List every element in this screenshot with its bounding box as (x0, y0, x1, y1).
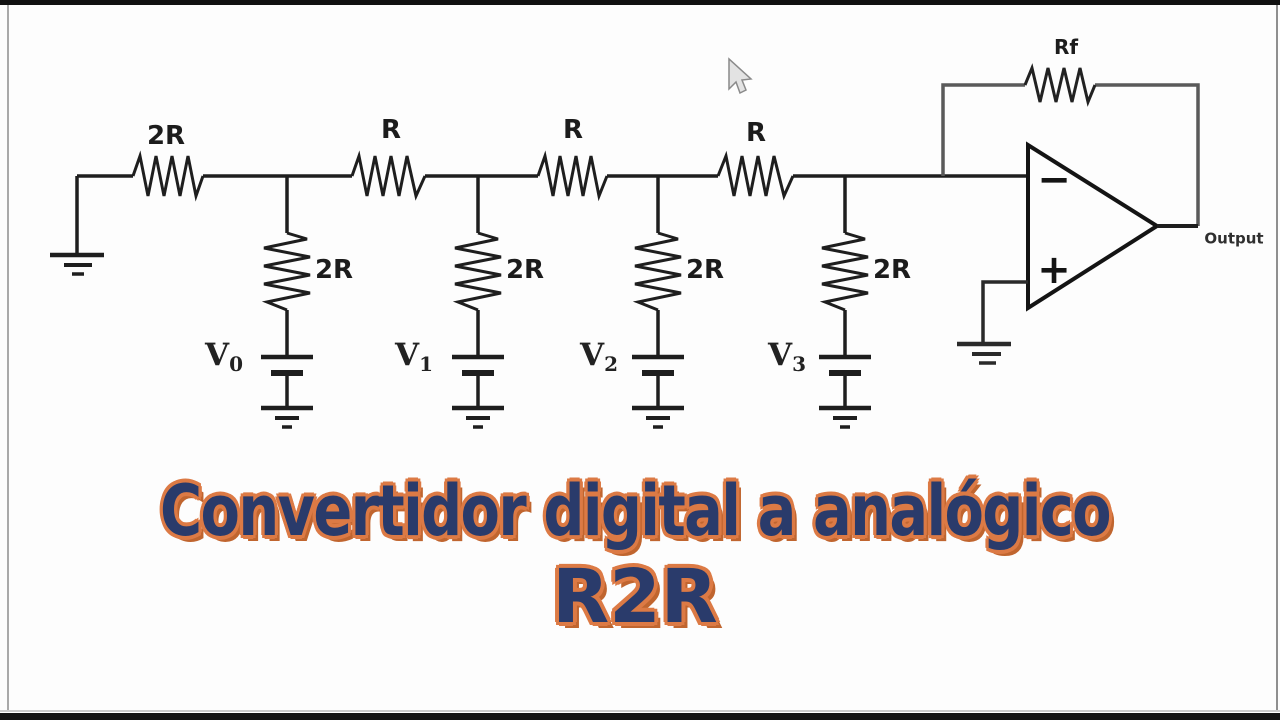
opamp-triangle (1026, 141, 1161, 312)
label-resistor-2r-branch-v3: 2R (872, 255, 912, 285)
opamp-noninverting-input-ground (957, 280, 1028, 365)
v2-subscript: 2 (604, 352, 618, 376)
video-frame-right-edge (1276, 5, 1278, 711)
label-resistor-rf: Rf (1053, 35, 1079, 59)
label-source-v2: V2 (580, 337, 618, 376)
resistor-2r-branch-v1 (452, 231, 502, 312)
label-resistor-r2: R (562, 115, 584, 145)
resistor-2r-horizontal (131, 150, 205, 202)
resistor-rf (1023, 63, 1097, 107)
branch-v0 (261, 176, 313, 429)
ground-v3 (819, 405, 871, 429)
branch-v1 (452, 176, 504, 429)
v1-subscript: 1 (419, 352, 433, 376)
v0-subscript: 0 (229, 352, 243, 376)
v1-letter: V (395, 337, 420, 373)
opamp-inverting-input-sign: − (1037, 157, 1071, 203)
v0-letter: V (205, 337, 230, 373)
feedback-loop-wire (941, 83, 1200, 226)
video-frame-top-bar (0, 0, 1280, 5)
v3-letter: V (768, 337, 793, 373)
title-block: Convertidor digital a analógico R2R (0, 470, 1270, 634)
resistor-2r-branch-v0 (261, 231, 311, 312)
label-source-v3: V3 (768, 337, 806, 376)
label-resistor-2r-branch-v2: 2R (685, 255, 725, 285)
ground-v0 (261, 405, 313, 429)
resistor-2r-branch-v2 (632, 231, 682, 312)
video-frame-left-edge (7, 5, 9, 711)
label-resistor-2r-horizontal: 2R (146, 121, 186, 151)
opamp (957, 141, 1198, 365)
horizontal-resistors (131, 150, 795, 202)
opamp-noninverting-input-sign: + (1037, 247, 1071, 293)
mouse-cursor (728, 57, 753, 95)
title-line-2: R2R (552, 554, 718, 640)
left-termination-ground (50, 176, 104, 276)
v3-subscript: 3 (792, 352, 806, 376)
video-frame-bottom-edge (0, 710, 1280, 712)
branch-v3 (819, 176, 871, 429)
ground-v1 (452, 405, 504, 429)
label-output: Output (1204, 229, 1264, 248)
resistor-2r-branch-v3 (819, 231, 869, 312)
label-resistor-2r-branch-v0: 2R (314, 255, 354, 285)
resistor-r2 (536, 150, 609, 202)
title-line-1: Convertidor digital a analógico (160, 470, 1112, 552)
label-source-v0: V0 (205, 337, 243, 376)
label-source-v1: V1 (395, 337, 433, 376)
label-resistor-r1: R (380, 115, 402, 145)
label-resistor-2r-branch-v1: 2R (505, 255, 545, 285)
ground-v2 (632, 405, 684, 429)
v2-letter: V (580, 337, 605, 373)
branch-v2 (632, 176, 684, 429)
resistor-r3 (716, 150, 795, 201)
resistor-r1 (350, 150, 427, 201)
label-resistor-r3: R (745, 118, 767, 148)
video-frame-bottom-bar (0, 713, 1280, 720)
